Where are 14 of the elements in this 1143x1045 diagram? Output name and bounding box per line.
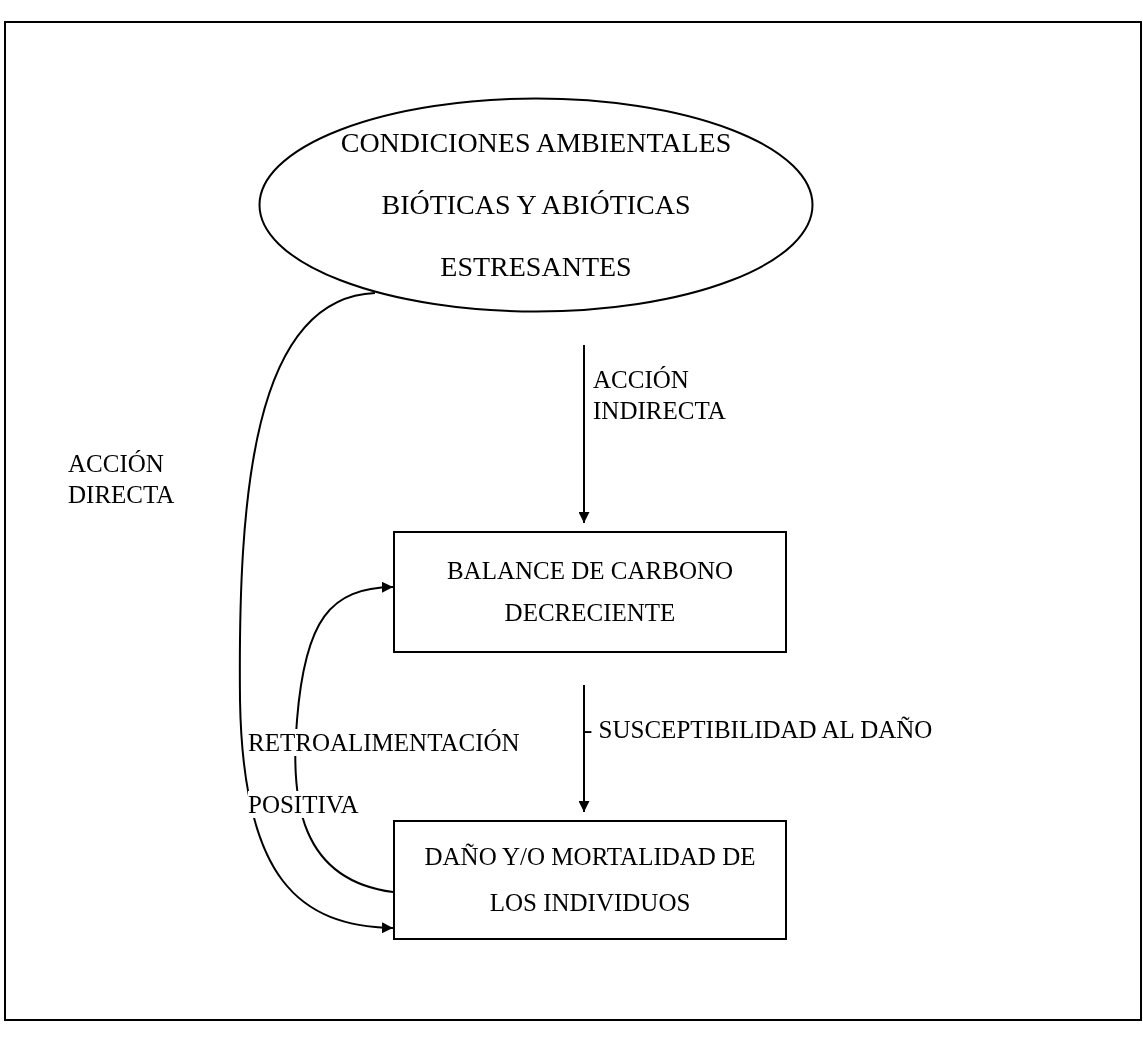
arrow	[294, 582, 394, 893]
node-text: CONDICIONES AMBIENTALES BIÓTICAS Y ABIÓTICAS ESTRESANTES	[339, 126, 733, 284]
edge-label: RETROALIMENTACIÓN POSITIVA	[248, 728, 521, 820]
node-text: DAÑO Y/O MORTALIDAD DE LOS INDIVIDUOS	[423, 842, 757, 918]
edge-label: ACCIÓN INDIRECTA	[593, 365, 727, 427]
arrow	[238, 292, 394, 933]
node-text: BALANCE DE CARBONO DECRECIENTE	[445, 556, 735, 628]
arrow	[578, 684, 590, 813]
process-box	[393, 531, 787, 653]
process-box	[393, 820, 787, 940]
ellipse-node	[258, 97, 814, 313]
edge-label: ACCIÓN DIRECTA	[68, 449, 176, 511]
arrow	[578, 344, 590, 524]
edge-label: - SUSCEPTIBILIDAD AL DAÑO	[584, 715, 934, 745]
